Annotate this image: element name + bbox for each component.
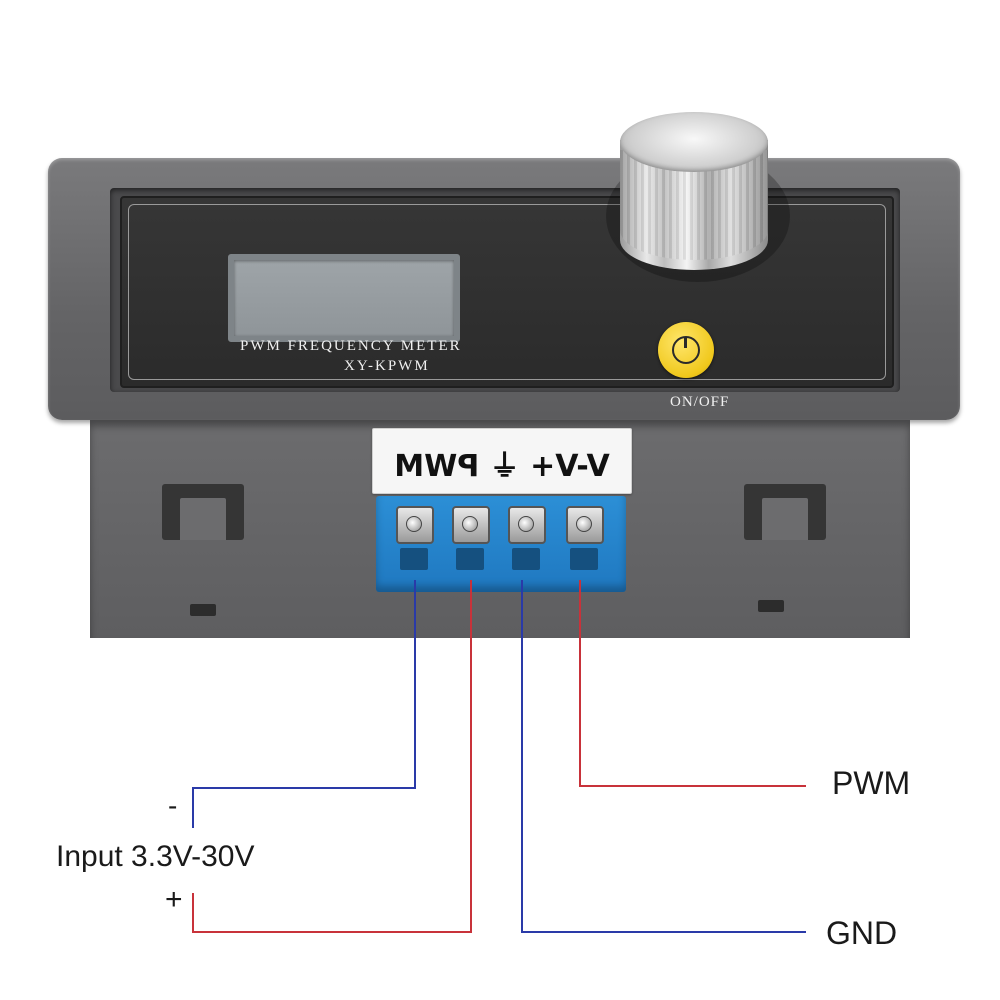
faceplate: PWM FREQUENCY METER XY-KPWM ON/OFF xyxy=(120,196,894,410)
pwm-wire-label: PWM xyxy=(832,765,911,801)
device-model: XY-KPWM xyxy=(344,358,430,374)
terminal-hole xyxy=(400,548,428,570)
plus-wire-label: + xyxy=(165,883,183,916)
terminal-screw-pwm[interactable] xyxy=(566,506,604,544)
device-title: PWM FREQUENCY METER xyxy=(240,338,462,354)
power-button[interactable] xyxy=(658,322,714,378)
terminal-hole xyxy=(570,548,598,570)
terminal-screw-vplus[interactable] xyxy=(452,506,490,544)
power-icon xyxy=(672,336,700,364)
wire-pwm xyxy=(579,580,806,787)
mounting-clip-left xyxy=(162,484,244,540)
lcd-screen xyxy=(228,254,460,342)
input-voltage-label: Input 3.3V-30V xyxy=(56,840,255,873)
terminal-screw-vminus[interactable] xyxy=(396,506,434,544)
wire-vplus xyxy=(192,580,472,933)
terminal-hole xyxy=(456,548,484,570)
gnd-wire-label: GND xyxy=(826,915,898,951)
terminal-screw-gnd[interactable] xyxy=(508,506,546,544)
bezel-recess: PWM FREQUENCY METER XY-KPWM ON/OFF xyxy=(110,188,900,410)
power-icon-bar xyxy=(684,338,687,348)
minus-wire-label: - xyxy=(168,790,178,821)
mounting-clip-right xyxy=(744,484,826,540)
vent-slot-left xyxy=(190,604,216,616)
wire-vminus xyxy=(192,580,416,828)
front-bezel: PWM FREQUENCY METER XY-KPWM ON/OFF xyxy=(48,158,960,420)
pin-label-sticker: V-V+ ⏚ PWM xyxy=(372,428,632,494)
power-label: ON/OFF xyxy=(670,394,730,410)
knob-cap xyxy=(620,112,768,172)
faceplate-border xyxy=(128,204,886,380)
terminal-hole xyxy=(512,548,540,570)
screw-terminal-block xyxy=(376,496,626,592)
vent-slot-right xyxy=(758,600,784,612)
wire-gnd xyxy=(521,580,806,933)
